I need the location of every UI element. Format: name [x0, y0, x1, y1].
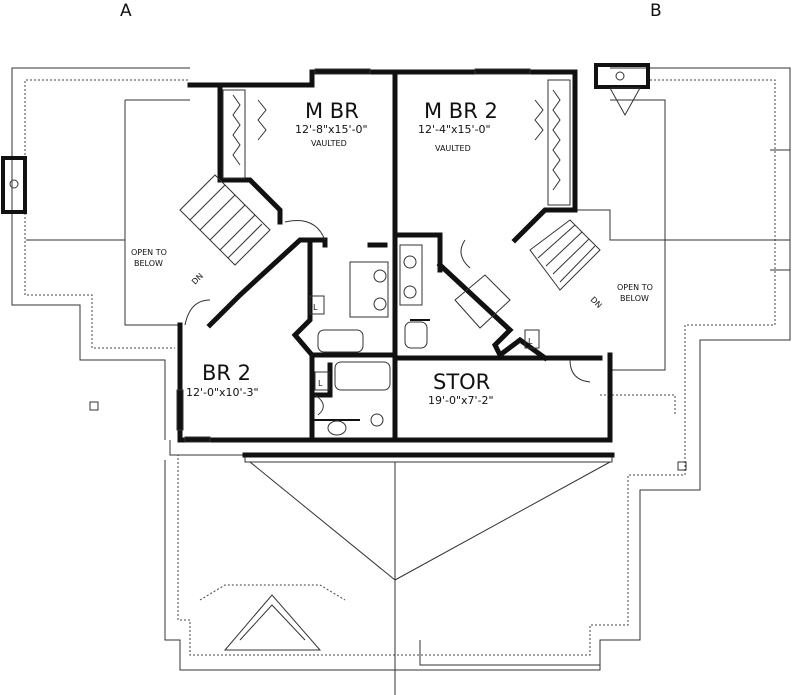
room-size-mbr2: 12'-4"x15'-0" — [418, 123, 491, 136]
room-note-mbr: VAULTED — [311, 139, 347, 148]
laundry-label-1: L — [318, 379, 323, 388]
room-name-mbr2: M BR 2 — [424, 99, 498, 123]
chimney-left — [1, 156, 27, 214]
closets — [222, 79, 571, 206]
room-note-mbr2: VAULTED — [435, 144, 471, 153]
section-marker-b: B — [650, 1, 662, 21]
room-size-mbr: 12'-8"x15'-0" — [295, 123, 368, 136]
windows — [176, 68, 531, 443]
open-to-below-left-line1: OPEN TO — [131, 248, 167, 257]
roof-outline — [11, 67, 791, 671]
room-name-br2: BR 2 — [202, 361, 251, 385]
laundry-label-3: L — [528, 337, 533, 346]
stair-left: DN — [179, 174, 271, 286]
laundry-label-2: L — [313, 303, 318, 312]
open-to-below-left-line2: BELOW — [134, 259, 163, 268]
walls — [177, 69, 615, 458]
room-size-br2: 12'-0"x10'-3" — [186, 386, 259, 399]
open-to-below-right-line1: OPEN TO — [617, 283, 653, 292]
stair-right: DN — [529, 219, 604, 310]
room-name-stor: STOR — [433, 370, 490, 394]
room-size-stor: 19'-0"x7'-2" — [428, 394, 494, 407]
chimney-right — [594, 63, 650, 117]
open-to-below-right-line2: BELOW — [620, 294, 649, 303]
section-marker-a: A — [120, 1, 132, 21]
stair-label-left: DN — [190, 271, 205, 286]
lower-roof — [169, 440, 613, 695]
fixtures: L L L — [309, 244, 540, 436]
stair-label-right: DN — [589, 295, 604, 310]
doors — [184, 220, 591, 416]
room-name-mbr: M BR — [305, 99, 359, 123]
